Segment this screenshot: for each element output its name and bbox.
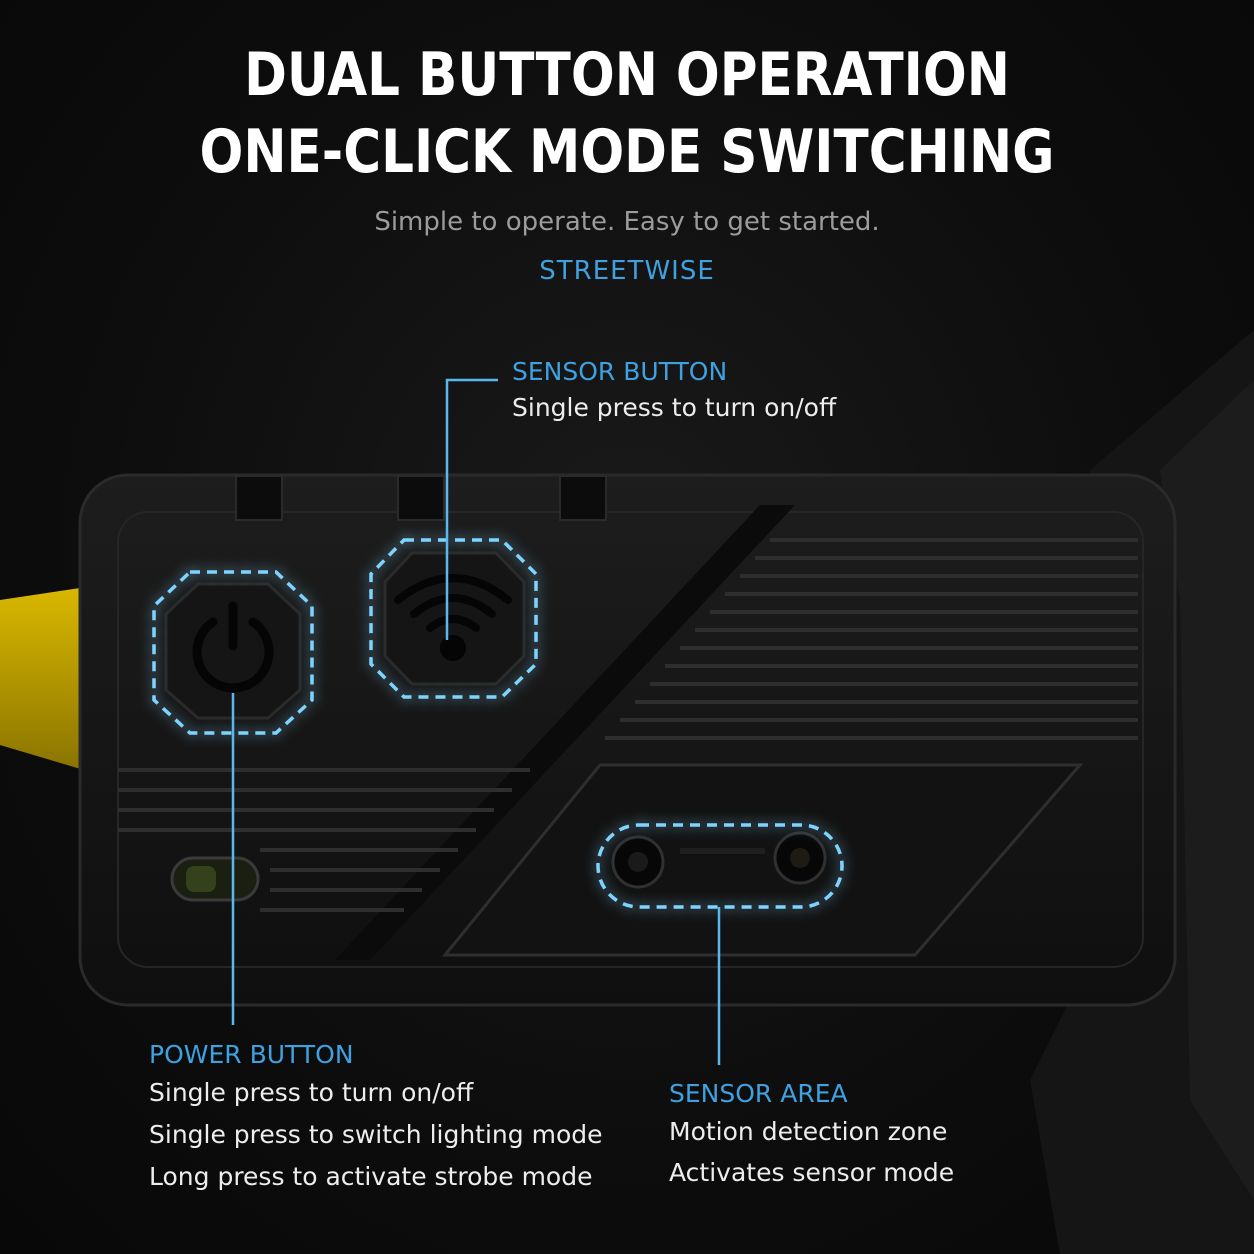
power-button-heading: POWER BUTTON xyxy=(149,1040,354,1069)
sensor-button-callout: SENSOR BUTTON Single press to turn on/of… xyxy=(512,355,836,427)
power-button-callout: POWER BUTTON Single press to turn on/off… xyxy=(149,1038,603,1198)
subtitle: Simple to operate. Easy to get started. xyxy=(374,207,880,237)
power-icon xyxy=(192,601,274,693)
power-button[interactable] xyxy=(164,582,302,720)
sensor-button-desc-1: Single press to turn on/off xyxy=(512,393,837,422)
sensor-button-leader xyxy=(445,378,498,640)
sensor-panel xyxy=(441,763,1084,957)
brand-name: STREETWISE xyxy=(539,256,715,286)
wifi-signal-icon xyxy=(394,574,512,632)
handle-bar xyxy=(0,588,84,770)
power-button-desc-2: Single press to switch lighting mode xyxy=(149,1120,603,1149)
sensor-area-desc-2: Activates sensor mode xyxy=(669,1158,955,1187)
power-button-desc-3: Long press to activate strobe mode xyxy=(149,1162,593,1191)
power-button-desc-1: Single press to turn on/off xyxy=(149,1078,474,1107)
sensor-button-heading: SENSOR BUTTON xyxy=(512,357,728,386)
wifi-dot xyxy=(440,635,466,661)
headline-line-1: DUAL BUTTON OPERATION xyxy=(244,40,1010,110)
sensor-area-heading: SENSOR AREA xyxy=(669,1079,848,1108)
sensor-area-callout: SENSOR AREA Motion detection zone Activa… xyxy=(669,1077,954,1193)
headline-line-2: ONE-CLICK MODE SWITCHING xyxy=(199,117,1055,187)
power-button-highlight xyxy=(152,570,314,735)
sensor-area-highlight xyxy=(596,823,844,909)
sensor-area-desc-1: Motion detection zone xyxy=(669,1117,948,1146)
